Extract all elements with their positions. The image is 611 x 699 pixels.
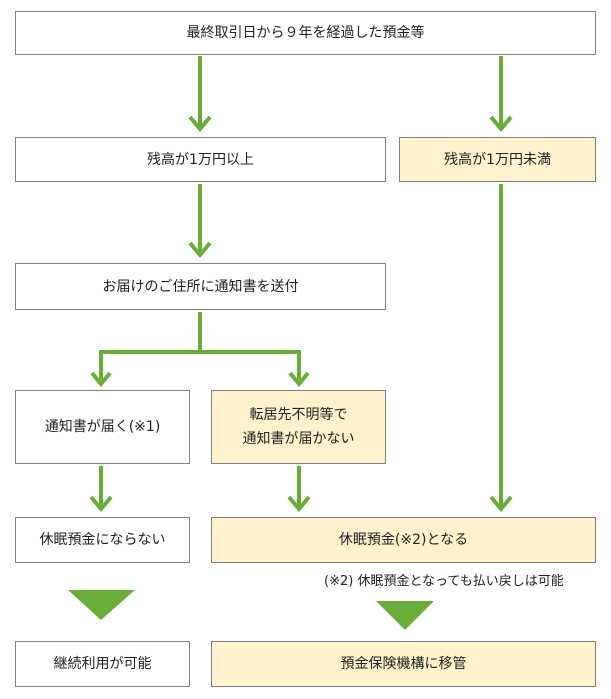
box-transfer: 預金保険機構に移管 (211, 641, 596, 687)
arrow-notice-branch (90, 312, 310, 388)
box-continue-use: 継続利用が可能 (15, 641, 190, 687)
undelivered-line2: 通知書が届かない (242, 431, 355, 447)
footnote-2: (※2) 休眠預金となっても払い戻しは可能 (324, 574, 564, 589)
box-becomes-dormant: 休眠預金(※2)となる (211, 517, 596, 563)
undelivered-line1: 転居先不明等で (249, 407, 348, 423)
arrow-under-to-dormant (489, 184, 513, 513)
big-arrow-right (376, 601, 434, 630)
arrow-start-to-over (188, 56, 212, 133)
big-arrow-left (68, 590, 135, 620)
box-balance-over: 残高が1万円以上 (15, 137, 386, 182)
box-not-dormant: 休眠預金にならない (15, 517, 190, 563)
box-send-notice: お届けのご住所に通知書を送付 (15, 263, 386, 310)
box-balance-under: 残高が1万円未満 (399, 137, 596, 182)
arrow-start-to-under (489, 56, 513, 133)
arrow-delivered-to-notdormant (89, 466, 113, 513)
arrow-over-to-notice (188, 184, 212, 259)
box-notice-delivered: 通知書が届く(※1) (15, 390, 190, 464)
arrow-undelivered-to-dormant (287, 466, 311, 513)
box-notice-undelivered: 転居先不明等で 通知書が届かない (211, 390, 386, 464)
box-start: 最終取引日から９年を経過した預金等 (15, 11, 596, 55)
